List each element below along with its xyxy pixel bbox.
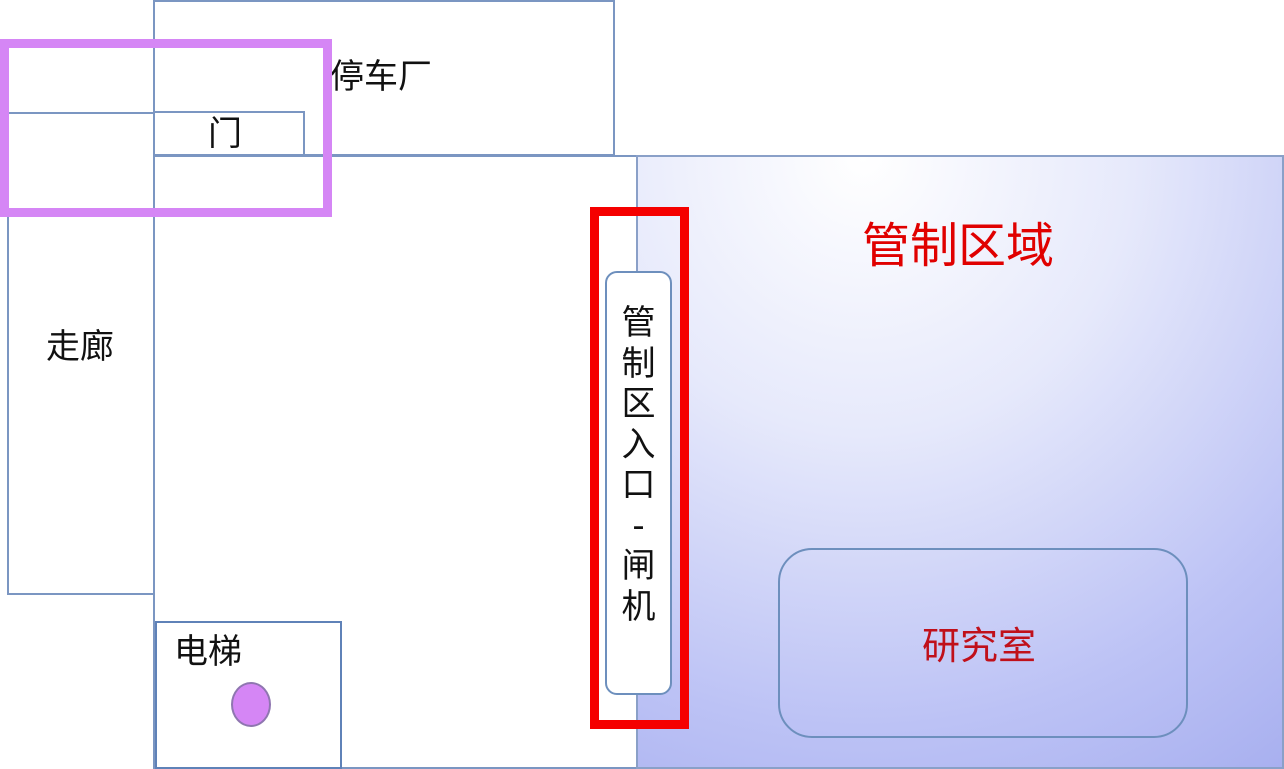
elevator-marker [231,682,271,727]
corridor-area [7,112,155,595]
elevator-area [155,621,342,769]
controlled-zone-label: 管制区域 [862,218,1055,274]
gate-label: 管 制 区 入 口 - 闸 机 [621,303,656,627]
parking-lot-label: 停车厂 [330,57,432,97]
corridor-label: 走廊 [46,327,114,367]
lab-label: 研究室 [922,624,1037,668]
door-highlight-frame [0,39,332,217]
door-label: 门 [208,114,242,154]
gate-entrance: 管 制 区 入 口 - 闸 机 [605,271,672,695]
lab-room [778,548,1188,738]
gate-highlight-frame [590,207,689,729]
elevator-label: 电梯 [174,632,242,672]
